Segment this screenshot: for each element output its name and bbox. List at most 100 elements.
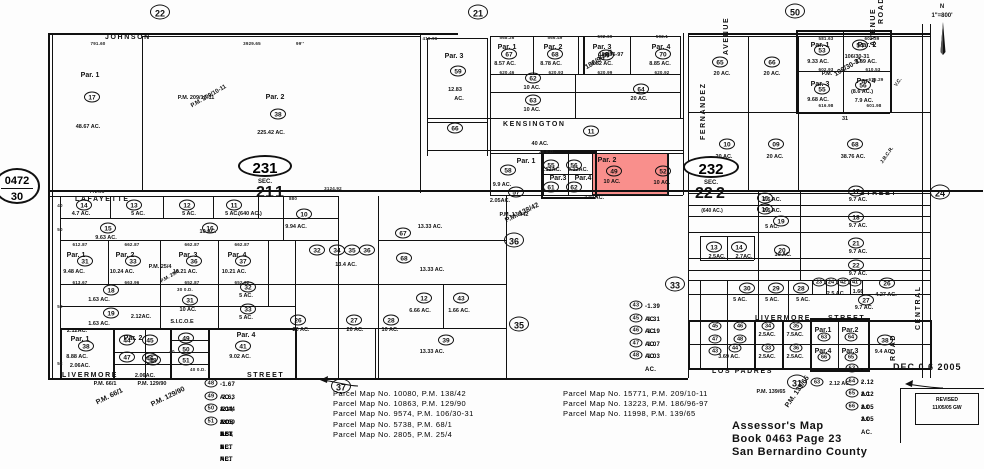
parcel-number-56-15[interactable]: 56 xyxy=(566,159,582,171)
parcel-number-46-87[interactable]: 46 xyxy=(733,321,747,331)
parcel-number-27-85[interactable]: 27 xyxy=(858,294,874,306)
parcel-number-18-43[interactable]: 18 xyxy=(103,284,119,296)
parcel-number-66-10[interactable]: 66 xyxy=(447,122,463,134)
parcel-number-47-51[interactable]: 47 xyxy=(119,351,135,363)
parcel-number-31-45[interactable]: 31 xyxy=(182,294,198,306)
parcel-number-32-28[interactable]: 32 xyxy=(309,244,325,256)
parcel-number-49-53[interactable]: 49 xyxy=(178,332,194,344)
parcel-number-34-29[interactable]: 34 xyxy=(329,244,345,256)
section-number-35[interactable]: 35 xyxy=(509,316,529,332)
parcel-number-67-20[interactable]: 67 xyxy=(395,227,411,239)
parcel-number-55-62[interactable]: 55 xyxy=(814,83,830,95)
parcel-number-65-99[interactable]: 65 xyxy=(844,352,858,362)
parcel-number-30-77[interactable]: 30 xyxy=(739,282,755,294)
parcel-number-49-18[interactable]: 49 xyxy=(606,165,622,177)
parcel-number-19-69[interactable]: 19 xyxy=(773,215,789,227)
parcel-number-36-41[interactable]: 36 xyxy=(186,255,202,267)
parcel-number-39-24[interactable]: 39 xyxy=(438,334,454,346)
parcel-number-37-42[interactable]: 37 xyxy=(235,255,251,267)
parcel-number-28-27[interactable]: 28 xyxy=(383,314,399,326)
parcel-number-11-11[interactable]: 11 xyxy=(583,125,599,137)
parcel-number-10-36[interactable]: 10 xyxy=(296,208,312,220)
parcel-number-11-35[interactable]: 11 xyxy=(226,199,242,211)
parcel-number-21-73[interactable]: 21 xyxy=(848,237,864,249)
section-number-24[interactable]: 24 xyxy=(930,184,950,200)
parcel-number-22-74[interactable]: 22 xyxy=(848,259,864,271)
parcel-number-66-59[interactable]: 66 xyxy=(764,56,780,68)
parcel-number-62-17[interactable]: 62 xyxy=(566,181,582,193)
parcel-number-36-31[interactable]: 36 xyxy=(359,244,375,256)
parcel-number-29-78[interactable]: 29 xyxy=(768,282,784,294)
section-number-33[interactable]: 33 xyxy=(665,276,685,292)
parcel-number-55-14[interactable]: 55 xyxy=(543,159,559,171)
section-number-21[interactable]: 21 xyxy=(468,4,488,20)
parcel-number-52-19[interactable]: 52 xyxy=(655,165,671,177)
section-number-50[interactable]: 50 xyxy=(785,3,805,19)
parcel-number-14-76[interactable]: 14 xyxy=(731,241,747,253)
parcel-number-50-54[interactable]: 50 xyxy=(178,343,194,355)
parcel-number-69-5[interactable]: 69 xyxy=(598,49,614,61)
parcel-number-35-30[interactable]: 35 xyxy=(344,244,360,256)
parcel-number-31-39[interactable]: 31 xyxy=(77,255,93,267)
parcel-number-47-88[interactable]: 47 xyxy=(708,334,722,344)
parcel-number-61-16[interactable]: 61 xyxy=(543,181,559,193)
parcel-number-19-44[interactable]: 19 xyxy=(103,307,119,319)
parcel-number-68-4[interactable]: 68 xyxy=(547,48,563,60)
parcel-number-33-47[interactable]: 33 xyxy=(240,303,256,315)
parcel-number-64-9[interactable]: 64 xyxy=(633,83,649,95)
parcel-number-57-13[interactable]: 57 xyxy=(508,186,524,198)
parcel-number-41-83[interactable]: 41 xyxy=(848,277,862,287)
parcel-number-63-96[interactable]: 63 xyxy=(817,332,831,342)
parcel-number-56-63[interactable]: 56 xyxy=(855,79,871,91)
parcel-number-33-94[interactable]: 33 xyxy=(761,343,775,353)
parcel-number-48-56[interactable]: 48 xyxy=(145,354,161,366)
section-number-36[interactable]: 36 xyxy=(504,232,524,248)
parcel-number-62-7[interactable]: 62 xyxy=(525,72,541,84)
section-number-37[interactable]: 37 xyxy=(331,378,351,394)
parcel-number-15-67[interactable]: 15 xyxy=(757,192,773,204)
section-number-22[interactable]: 22 xyxy=(150,4,170,20)
parcel-number-28-79[interactable]: 28 xyxy=(793,282,809,294)
parcel-number-43-23[interactable]: 43 xyxy=(453,292,469,304)
parcel-number-26-25[interactable]: 26 xyxy=(290,314,306,326)
parcel-number-15-37[interactable]: 15 xyxy=(100,222,116,234)
parcel-number-13-75[interactable]: 13 xyxy=(706,241,722,253)
parcel-number-38-1[interactable]: 38 xyxy=(270,108,286,120)
parcel-number-32-46[interactable]: 32 xyxy=(240,281,256,293)
parcel-number-35-93[interactable]: 35 xyxy=(789,321,803,331)
parcel-number-64-97[interactable]: 64 xyxy=(844,332,858,342)
parcel-number-41-57[interactable]: 41 xyxy=(235,340,251,352)
parcel-number-44-91[interactable]: 44 xyxy=(728,343,742,353)
parcel-number-36-95[interactable]: 36 xyxy=(789,343,803,353)
parcel-number-45-86[interactable]: 45 xyxy=(708,321,722,331)
parcel-number-54-61[interactable]: 54 xyxy=(852,39,868,51)
parcel-number-13-33[interactable]: 13 xyxy=(126,199,142,211)
parcel-number-63-8[interactable]: 63 xyxy=(525,94,541,106)
parcel-number-44-49[interactable]: 44 xyxy=(119,334,135,346)
parcel-number-70-6[interactable]: 70 xyxy=(655,48,671,60)
parcel-number-67-3[interactable]: 67 xyxy=(501,48,517,60)
parcel-number-12-22[interactable]: 12 xyxy=(416,292,432,304)
parcel-number-38-48[interactable]: 38 xyxy=(78,340,94,352)
parcel-number-27-26[interactable]: 27 xyxy=(346,314,362,326)
parcel-number-14-32[interactable]: 14 xyxy=(76,199,92,211)
parcel-number-68-66[interactable]: 68 xyxy=(847,138,863,150)
parcel-number-18-72[interactable]: 18 xyxy=(848,211,864,223)
parcel-number-20-70[interactable]: 20 xyxy=(774,244,790,256)
parcel-number-48-89[interactable]: 48 xyxy=(733,334,747,344)
parcel-number-34-92[interactable]: 34 xyxy=(761,321,775,331)
parcel-number-38-100[interactable]: 38 xyxy=(877,334,893,346)
parcel-number-63-101[interactable]: 63 xyxy=(810,377,824,387)
parcel-number-58-12[interactable]: 58 xyxy=(500,164,516,176)
parcel-number-53-60[interactable]: 53 xyxy=(814,44,830,56)
parcel-number-65-58[interactable]: 65 xyxy=(712,56,728,68)
parcel-number-16-38[interactable]: 16 xyxy=(202,222,218,234)
parcel-number-26-84[interactable]: 26 xyxy=(879,277,895,289)
section-number-31[interactable]: 31 xyxy=(787,374,807,390)
parcel-number-10-64[interactable]: 10 xyxy=(719,138,735,150)
parcel-number-17-71[interactable]: 17 xyxy=(848,185,864,197)
parcel-number-45-50[interactable]: 45 xyxy=(142,334,158,346)
parcel-number-66-98[interactable]: 66 xyxy=(817,352,831,362)
parcel-number-17-0[interactable]: 17 xyxy=(84,91,100,103)
parcel-number-12-34[interactable]: 12 xyxy=(179,199,195,211)
